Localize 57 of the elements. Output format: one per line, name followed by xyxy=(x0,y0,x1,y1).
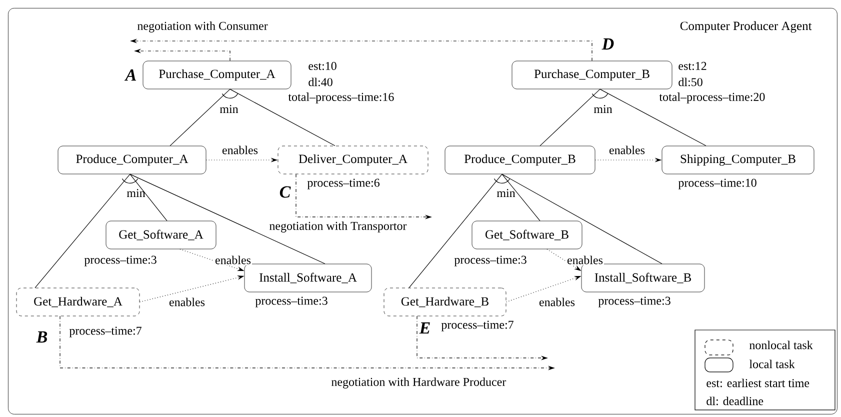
min-label: min xyxy=(126,189,146,197)
task-box: Install_Software_B xyxy=(581,264,705,292)
legend-entry: est: earliest start time xyxy=(706,378,810,388)
annotation-text: est:10 xyxy=(308,62,336,70)
edge-label: negotiation with Consumer xyxy=(136,20,269,34)
nonlocal-task-box: Deliver_Computer_A xyxy=(278,146,428,174)
edge-label: enables xyxy=(168,296,206,308)
letter-marker: B xyxy=(36,331,48,343)
edge-label: enables xyxy=(214,254,252,266)
connector-line xyxy=(230,88,336,146)
task-box: Get_Software_B xyxy=(472,220,582,250)
connector-line xyxy=(502,174,540,222)
edge-label: negotiation with Transportor xyxy=(268,220,408,234)
connector-line xyxy=(170,88,230,146)
connector-line xyxy=(408,174,502,288)
annotation-text: process–time:6 xyxy=(307,178,380,190)
edge-label: enables xyxy=(566,254,604,266)
annotation-text: process–time:3 xyxy=(255,296,328,308)
task-box: Get_Software_A xyxy=(106,220,216,250)
letter-marker: E xyxy=(419,322,430,334)
nonlocal-task-box: Get_Hardware_B xyxy=(384,288,506,316)
edge-label: enables xyxy=(221,144,259,156)
task-box: Produce_Computer_A xyxy=(58,146,206,174)
legend-entry: dl: deadline xyxy=(706,396,764,406)
annotation-text: process–time:7 xyxy=(441,320,514,332)
annotation-text: dl:40 xyxy=(308,78,332,86)
annotation-text: process–time:3 xyxy=(454,256,526,266)
annotation-text: dl:50 xyxy=(678,78,702,86)
annotation-text: process–time:3 xyxy=(598,296,670,308)
annotation-text: total–process–time:16 xyxy=(288,92,394,104)
connector-line xyxy=(600,88,706,146)
edge-label: negotiation with Hardware Producer xyxy=(330,376,508,390)
task-box: Purchase_Computer_B xyxy=(512,60,672,90)
annotation-text: est:12 xyxy=(678,62,706,70)
connector-line xyxy=(130,174,168,222)
letter-marker: D xyxy=(602,38,614,50)
annotation-text: process–time:10 xyxy=(678,178,756,190)
annotation-text: process–time:3 xyxy=(84,256,156,266)
min-label: min xyxy=(220,105,238,113)
legend-entry: nonlocal task xyxy=(704,340,813,356)
task-box: Produce_Computer_B xyxy=(444,146,596,174)
edge-label: enables xyxy=(538,296,576,308)
letter-marker: C xyxy=(280,186,291,198)
nonlocal-task-box: Get_Hardware_A xyxy=(16,288,140,316)
min-label: min xyxy=(594,105,612,113)
connector-line xyxy=(130,174,326,264)
annotation-text: process–time:7 xyxy=(69,326,142,338)
task-box: Install_Software_A xyxy=(244,264,372,292)
legend-entry: local task xyxy=(704,358,795,372)
connector-line xyxy=(502,174,662,264)
connector-line xyxy=(540,88,600,146)
task-box: Purchase_Computer_A xyxy=(142,60,292,90)
edge-label: enables xyxy=(608,144,646,156)
connector-line xyxy=(34,174,130,288)
annotation-text: total–process–time:20 xyxy=(659,92,765,104)
min-label: min xyxy=(496,189,516,197)
task-box: Shipping_Computer_B xyxy=(662,146,814,174)
